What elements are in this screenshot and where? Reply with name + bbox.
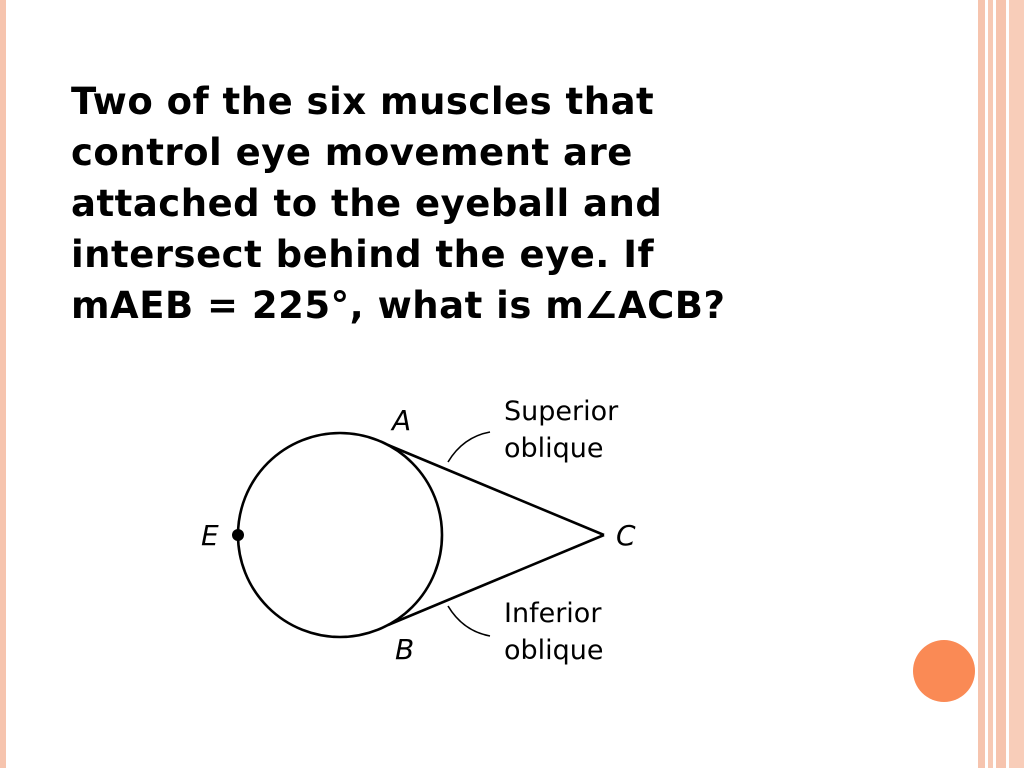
point-label-e: E (201, 519, 219, 552)
right-border-stripe (1009, 0, 1024, 768)
superior-oblique-label: Superior (504, 396, 619, 427)
left-border-stripe (0, 0, 6, 768)
tangent-segment-bc (387, 533, 605, 627)
question-line: intersect behind the eye. If (71, 233, 655, 276)
right-border-stripe (988, 0, 993, 768)
question-line: control eye movement are (71, 131, 633, 174)
eye-muscle-diagram: A B C E Superior oblique Inferior obliqu… (201, 396, 636, 666)
point-e-dot (232, 529, 244, 541)
eyeball-circle (236, 431, 444, 639)
question-text: Two of the six muscles that control eye … (71, 76, 831, 331)
superior-oblique-label: oblique (504, 433, 604, 464)
point-label-a: A (390, 404, 411, 437)
inferior-oblique-label: Inferior (504, 598, 602, 629)
question-line: mAEB = 225°, what is m∠ACB? (71, 284, 726, 327)
point-label-b: B (395, 633, 414, 666)
tangent-segment-ac (387, 443, 605, 537)
inferior-callout-arc (447, 605, 491, 637)
right-border-stripe (996, 0, 1006, 768)
question-line: attached to the eyeball and (71, 182, 663, 225)
question-line: Two of the six muscles that (71, 80, 655, 123)
point-label-c: C (616, 519, 636, 552)
inferior-oblique-label: oblique (504, 635, 604, 666)
decorative-orange-circle (913, 640, 975, 702)
right-border-stripe (978, 0, 985, 768)
superior-callout-arc (447, 431, 491, 463)
